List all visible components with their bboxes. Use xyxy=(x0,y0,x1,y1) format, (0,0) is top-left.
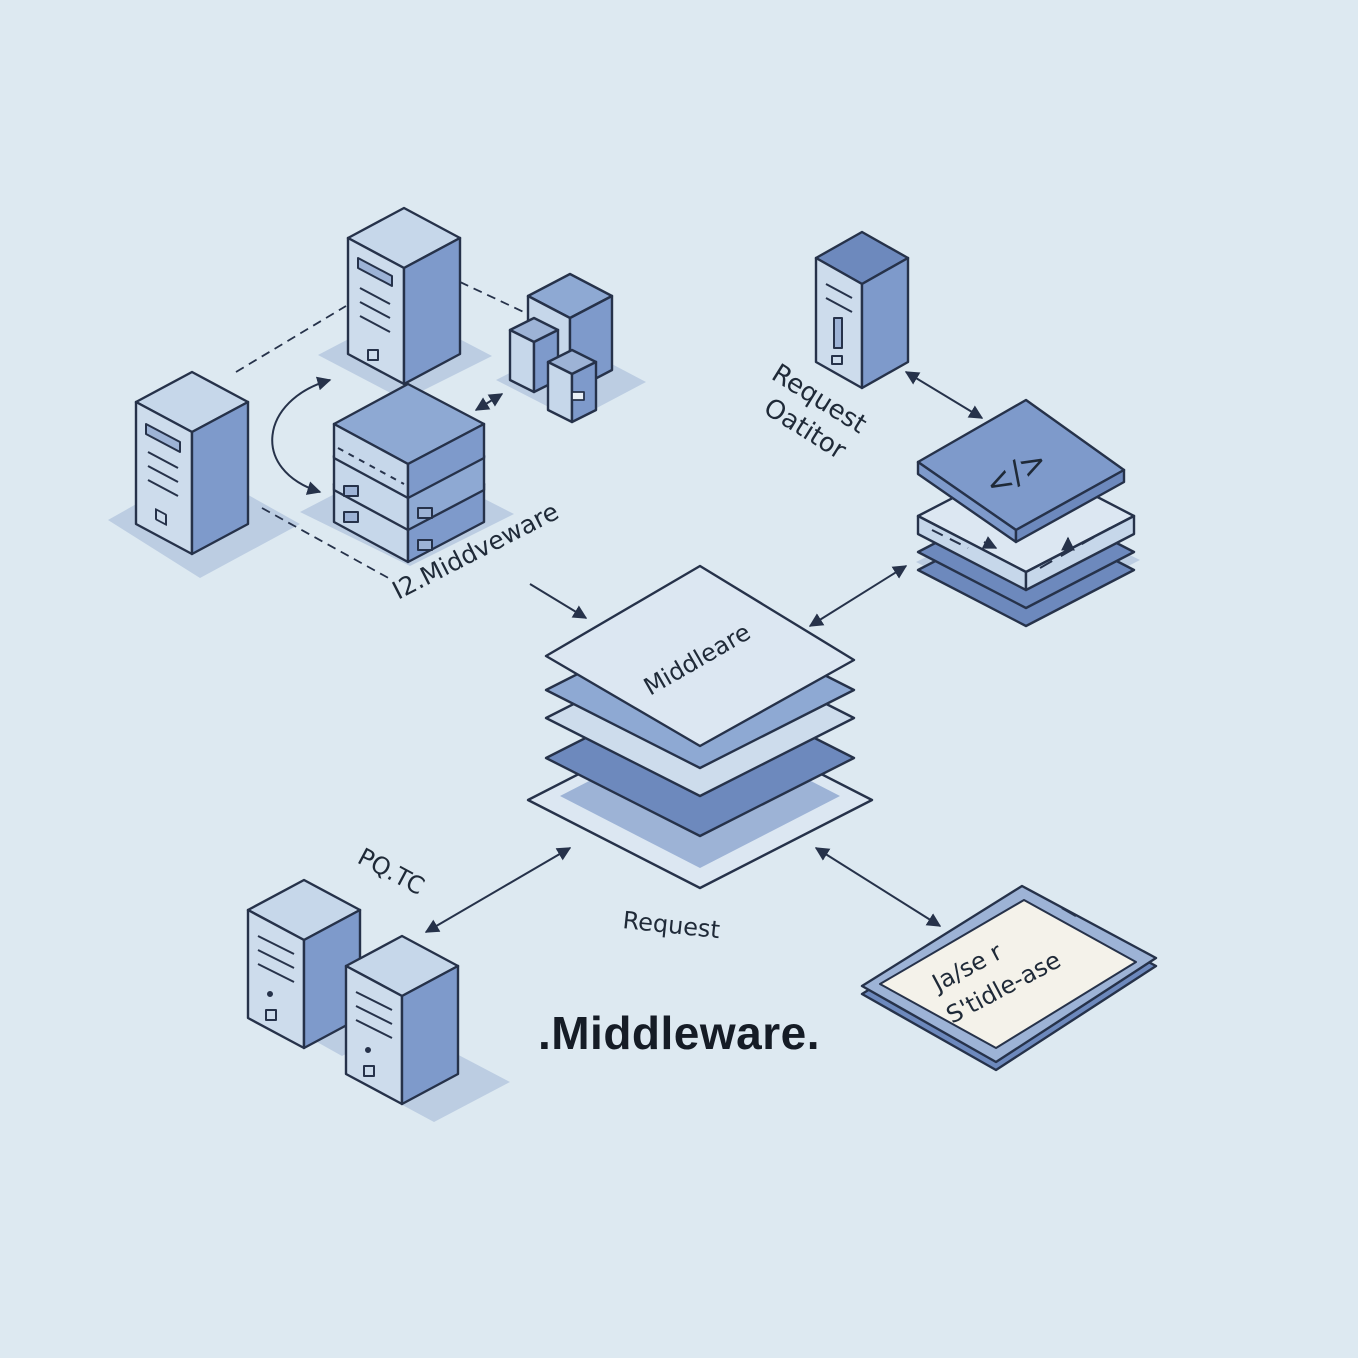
tower-server-right xyxy=(814,230,910,390)
tower-server-left xyxy=(134,370,250,556)
top-right-cluster: </> xyxy=(814,230,1140,628)
label-pqtc: PQ.TC xyxy=(353,843,429,901)
top-left-server-cluster xyxy=(108,206,646,581)
block-cluster xyxy=(508,272,614,424)
diagram-title: .Middleware. xyxy=(537,1007,821,1059)
code-layer-stack xyxy=(916,398,1136,628)
middleware-layer-stack xyxy=(526,564,874,890)
tablet-device xyxy=(860,884,1158,1072)
tower-server-top xyxy=(346,206,462,386)
rack-server-stack xyxy=(332,382,486,564)
tower-server-bottom-b xyxy=(344,934,460,1106)
label-request-bottom: Request xyxy=(621,906,721,944)
bottom-left-servers xyxy=(246,878,510,1122)
